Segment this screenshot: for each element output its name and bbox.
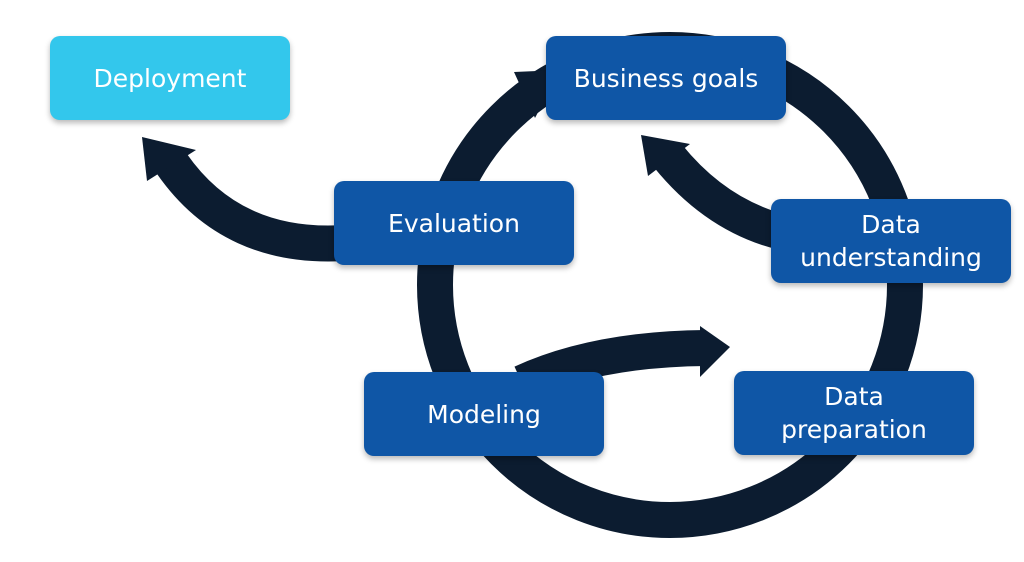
data-preparation-node: Data preparation [734, 371, 974, 455]
node-label-line: understanding [800, 243, 982, 272]
loop-arrow-head-business [641, 135, 690, 176]
loop-arrow-head-preparation [700, 326, 730, 377]
modeling-node: Modeling [364, 372, 604, 456]
exit-arrow-evaluation-to-deployment [157, 153, 347, 262]
node-label: Business goals [574, 62, 759, 95]
exit-arrow-head [142, 137, 196, 181]
node-label: Evaluation [388, 207, 520, 240]
node-label: Deployment [94, 62, 247, 95]
node-label: Data preparation [781, 380, 927, 446]
node-label-line: Business goals [573, 63, 759, 93]
node-label-line: Modeling [427, 399, 541, 429]
node-label-line: preparation [781, 415, 927, 444]
node-label: Data understanding [800, 208, 982, 274]
evaluation-node: Evaluation [334, 181, 574, 265]
node-label: Modeling [427, 398, 541, 431]
node-label-line: Data [824, 382, 884, 411]
deployment-node: Deployment [50, 36, 290, 120]
data-understanding-node: Data understanding [771, 199, 1011, 283]
node-label-line: Evaluation [388, 208, 520, 238]
node-label-line: Data [861, 210, 921, 239]
business-goals-node: Business goals [546, 36, 786, 120]
node-label-line: Deployment [93, 63, 247, 93]
